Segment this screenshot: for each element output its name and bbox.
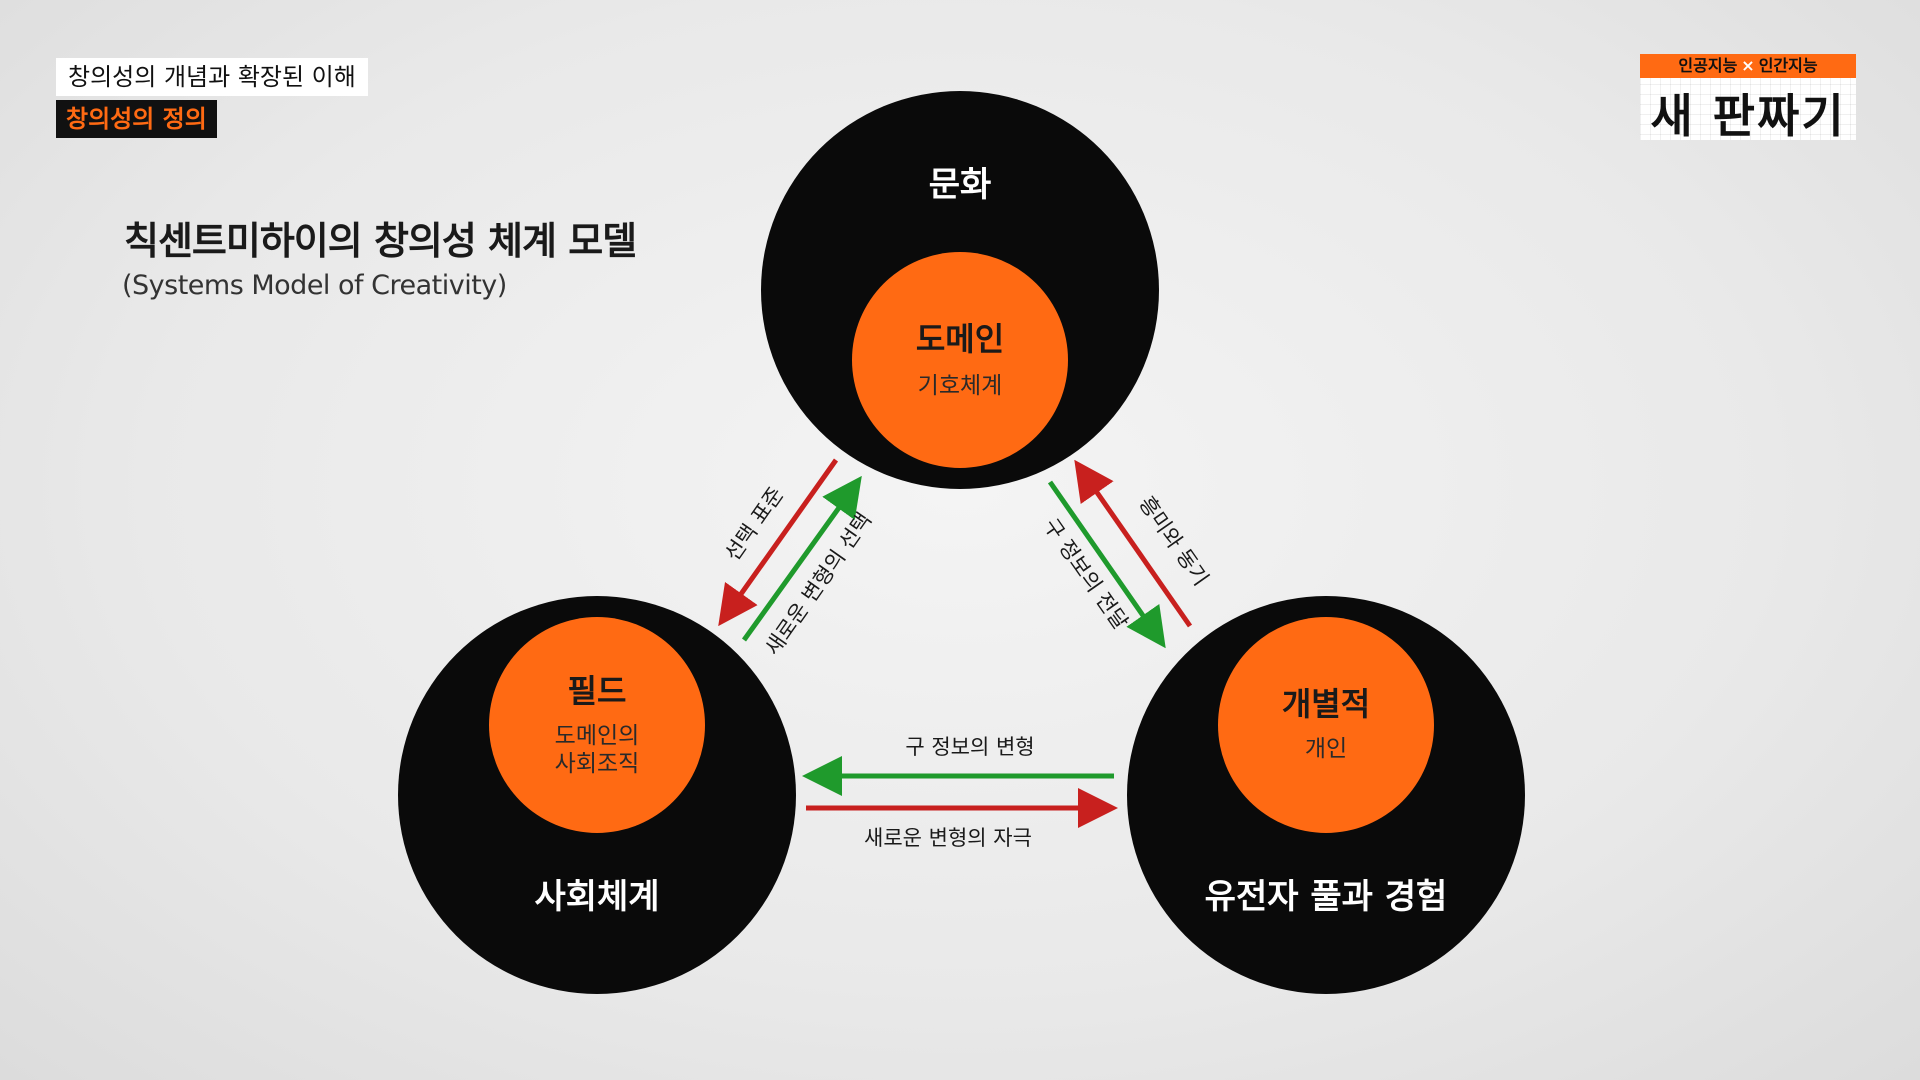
field-label: 필드 bbox=[568, 672, 627, 710]
program-logo: 인공지능×인간지능 새 판짜기 bbox=[1640, 54, 1856, 143]
node-individual: 유전자 풀과 경험 개별적 개인 bbox=[1127, 596, 1525, 994]
culture-label: 문화 bbox=[929, 165, 992, 205]
logo-tagline-left: 인공지능 bbox=[1678, 56, 1738, 75]
logo-tagline: 인공지능×인간지능 bbox=[1640, 54, 1856, 78]
field-inner-circle bbox=[489, 617, 705, 833]
logo-tagline-right: 인간지능 bbox=[1758, 56, 1818, 75]
label-new-variation-stimulus: 새로운 변형의 자극 bbox=[864, 826, 1032, 850]
label-new-variation-selection: 새로운 변형의 선택 bbox=[760, 508, 876, 659]
individual-inner-circle bbox=[1218, 617, 1434, 833]
model-subtitle: (Systems Model of Creativity) bbox=[122, 270, 507, 301]
arrow-old-info-transfer bbox=[1047, 480, 1166, 649]
node-culture: 문화 도메인 기호체계 bbox=[761, 91, 1159, 489]
social-system-label: 사회체계 bbox=[534, 877, 659, 917]
arrow-interest-motivation bbox=[1074, 459, 1193, 628]
logo-wordmark: 새 판짜기 bbox=[1650, 89, 1846, 143]
arrow-selection-standard bbox=[718, 458, 839, 627]
field-sub-label-1: 도메인의 bbox=[555, 723, 640, 749]
label-selection-standard: 선택 표준 bbox=[720, 483, 788, 566]
section-title: 창의성의 개념과 확장된 이해 bbox=[56, 58, 368, 96]
individual-label: 개별적 bbox=[1282, 685, 1370, 723]
arrow-new-variation-selection bbox=[741, 475, 862, 642]
label-interest-motivation: 흥미와 동기 bbox=[1134, 492, 1213, 590]
gene-pool-label: 유전자 풀과 경험 bbox=[1205, 877, 1448, 917]
domain-sub-label: 기호체계 bbox=[918, 373, 1003, 399]
domain-label: 도메인 bbox=[916, 320, 1004, 358]
logo-tagline-sep: × bbox=[1741, 56, 1755, 75]
topic-badge: 창의성의 정의 bbox=[56, 100, 217, 138]
individual-sub-label: 개인 bbox=[1305, 736, 1347, 762]
label-old-info-transformation: 구 정보의 변형 bbox=[905, 735, 1034, 759]
domain-inner-circle bbox=[852, 252, 1068, 468]
node-social-system: 사회체계 필드 도메인의 사회조직 bbox=[398, 596, 796, 994]
field-sub-label-2: 사회조직 bbox=[555, 751, 640, 777]
model-title: 칙센트미하이의 창의성 체계 모델 bbox=[124, 219, 637, 263]
